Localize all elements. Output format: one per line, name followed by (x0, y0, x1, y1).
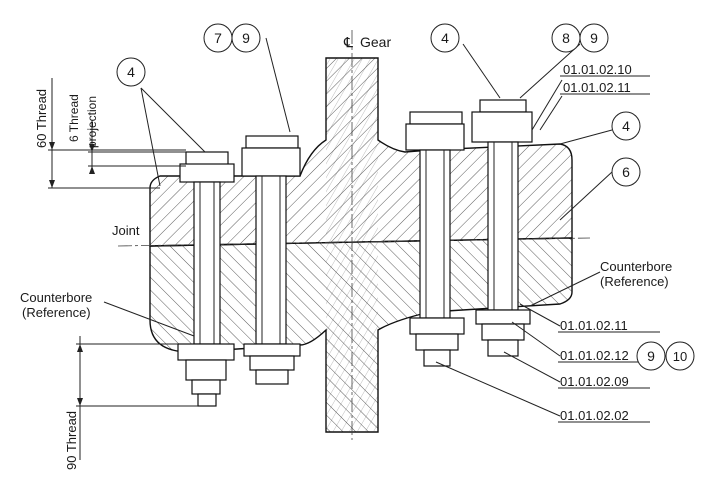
bolt-3 (405, 111, 465, 367)
part-number-01-01-02-02: 01.01.02.02 (560, 408, 629, 423)
svg-text:9: 9 (590, 30, 598, 46)
bolt-1 (177, 151, 235, 407)
balloon-left-4: 4 (116, 57, 146, 87)
svg-text:8: 8 (562, 30, 570, 46)
bolt-2 (241, 135, 301, 385)
joint-label: Joint (112, 223, 140, 238)
balloon-8: 8 (551, 23, 581, 53)
svg-text:℄: ℄ (343, 34, 353, 50)
balloon-9-right: 9 (579, 23, 609, 53)
thread-6-label-line2: projection (85, 96, 99, 148)
balloon-9-low: 9 (636, 341, 666, 371)
svg-text:7: 7 (214, 30, 222, 46)
part-number-01-01-02-09: 01.01.02.09 (560, 374, 629, 389)
thread-6-label-line1: 6 Thread (67, 94, 81, 142)
svg-text:9: 9 (242, 30, 250, 46)
part-number-01-01-02-12: 01.01.02.12 (560, 348, 629, 363)
svg-text:4: 4 (441, 30, 449, 46)
thread-60-label: 60 Thread (34, 89, 49, 148)
svg-text:Gear: Gear (360, 34, 391, 50)
svg-text:4: 4 (622, 118, 630, 134)
dimension-90-thread (76, 336, 198, 460)
balloon-far-4: 4 (611, 111, 641, 141)
svg-text:10: 10 (673, 349, 687, 364)
dimension-60-thread (48, 78, 186, 189)
balloon-7: 7 (203, 23, 233, 53)
dimension-6-thread-projection (88, 120, 186, 174)
svg-text:6: 6 (622, 164, 630, 180)
part-number-01-01-02-11-low: 01.01.02.11 (560, 318, 628, 333)
leader-lines (103, 37, 660, 423)
counterbore-left-line1: Counterbore (20, 290, 92, 305)
thread-90-label: 90 Thread (64, 411, 79, 470)
balloon-9-top: 9 (231, 23, 261, 53)
balloon-right-4: 4 (430, 23, 460, 53)
gear-centerline-label: ℄ Gear (343, 34, 391, 50)
balloon-6: 6 (611, 157, 641, 187)
counterbore-left-line2: (Reference) (22, 305, 91, 320)
part-number-01-01-02-10: 01.01.02.10 (563, 62, 632, 77)
bolt-4 (471, 99, 533, 357)
svg-text:9: 9 (647, 348, 655, 364)
svg-text:4: 4 (127, 64, 135, 80)
counterbore-right-line1: Counterbore (600, 259, 672, 274)
balloon-10: 10 (665, 341, 695, 371)
part-number-01-01-02-11-top: 01.01.02.11 (563, 80, 631, 95)
counterbore-right-line2: (Reference) (600, 274, 669, 289)
